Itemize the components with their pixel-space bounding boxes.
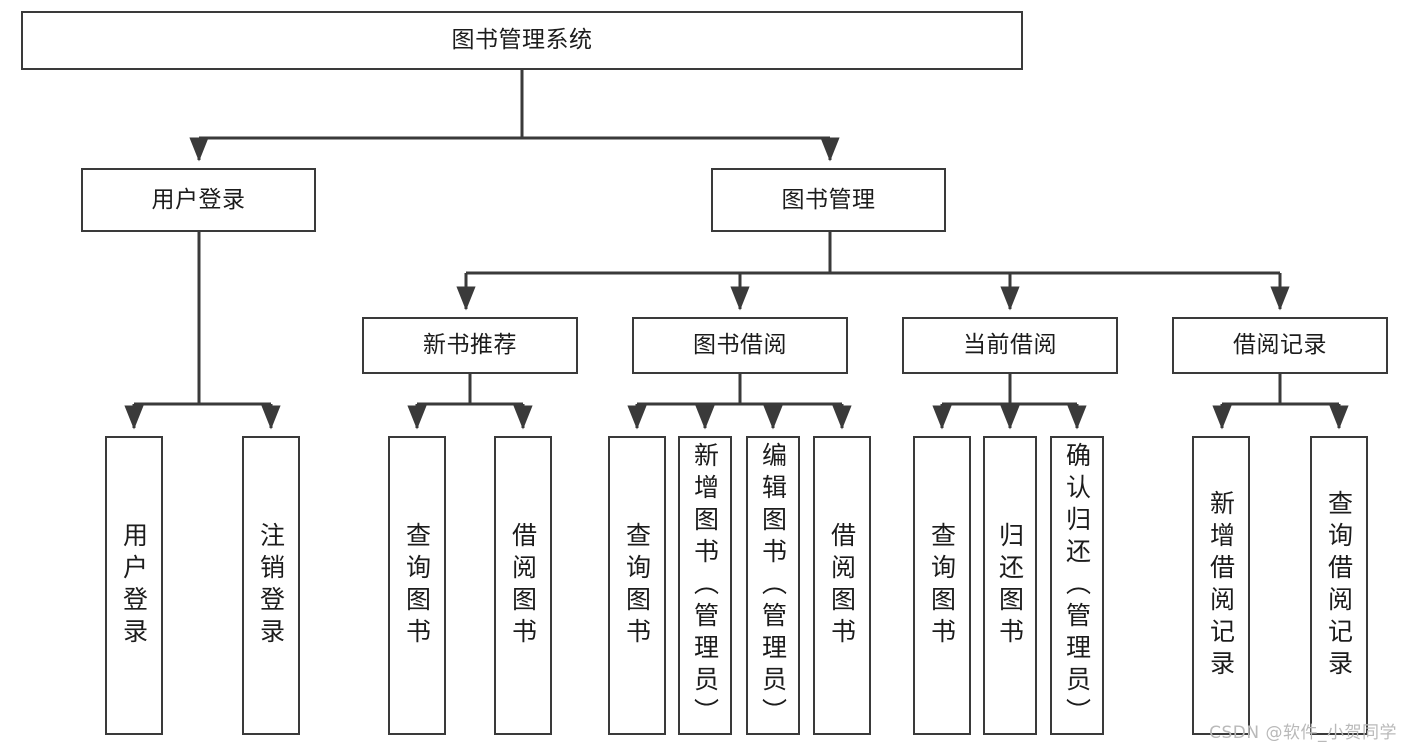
node-current-borrow[interactable]: 当前借阅	[902, 317, 1118, 374]
node-label: 编辑图书（管理员）	[758, 442, 788, 730]
leaf-user-login[interactable]: 用户登录	[105, 436, 163, 735]
leaf-confirm-return-admin[interactable]: 确认归还（管理员）	[1050, 436, 1104, 735]
leaf-query-book-borrow[interactable]: 查询图书	[608, 436, 666, 735]
node-borrow-record[interactable]: 借阅记录	[1172, 317, 1388, 374]
leaf-edit-book-admin[interactable]: 编辑图书（管理员）	[746, 436, 800, 735]
leaf-add-borrow-record[interactable]: 新增借阅记录	[1192, 436, 1250, 735]
node-label: 归还图书	[995, 521, 1025, 650]
leaf-return-book[interactable]: 归还图书	[983, 436, 1037, 735]
node-root-system[interactable]: 图书管理系统	[21, 11, 1023, 70]
node-label: 查询图书	[402, 521, 432, 650]
node-label: 新增借阅记录	[1206, 489, 1236, 682]
leaf-borrow-book-recommend[interactable]: 借阅图书	[494, 436, 552, 735]
node-label: 查询借阅记录	[1324, 489, 1354, 682]
node-user-login[interactable]: 用户登录	[81, 168, 316, 232]
node-label: 新书推荐	[423, 332, 517, 359]
leaf-add-book-admin[interactable]: 新增图书（管理员）	[678, 436, 732, 735]
node-label: 图书管理	[781, 186, 876, 213]
csdn-watermark: CSDN @软件_小贺同学	[1209, 723, 1397, 743]
node-label: 确认归还（管理员）	[1062, 442, 1092, 730]
node-label: 查询图书	[622, 521, 652, 650]
node-label: 注销登录	[256, 521, 286, 650]
node-label: 借阅记录	[1233, 332, 1327, 359]
node-label: 图书管理系统	[451, 27, 593, 54]
node-label: 当前借阅	[963, 332, 1057, 359]
node-label: 借阅图书	[827, 521, 857, 650]
leaf-query-book-recommend[interactable]: 查询图书	[388, 436, 446, 735]
node-new-book-recommend[interactable]: 新书推荐	[362, 317, 578, 374]
node-label: 用户登录	[119, 521, 149, 650]
node-book-management[interactable]: 图书管理	[711, 168, 946, 232]
leaf-query-borrow-record[interactable]: 查询借阅记录	[1310, 436, 1368, 735]
node-label: 新增图书（管理员）	[690, 442, 720, 730]
leaf-logout[interactable]: 注销登录	[242, 436, 300, 735]
node-label: 用户登录	[151, 186, 246, 213]
leaf-borrow-book[interactable]: 借阅图书	[813, 436, 871, 735]
leaf-query-book-current[interactable]: 查询图书	[913, 436, 971, 735]
node-label: 查询图书	[927, 521, 957, 650]
node-label: 借阅图书	[508, 521, 538, 650]
node-label: 图书借阅	[693, 332, 787, 359]
node-book-borrow[interactable]: 图书借阅	[632, 317, 848, 374]
